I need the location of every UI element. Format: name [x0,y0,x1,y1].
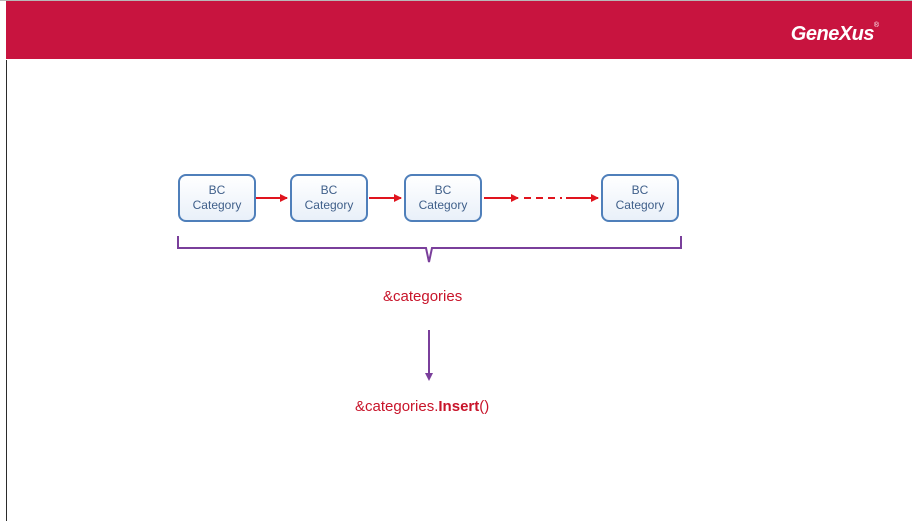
collection-variable-label: &categories [383,288,463,305]
method-parens: () [479,398,490,415]
bc-category-node: BC Category [404,174,482,222]
method-object: &categories. [355,398,439,415]
node-line1: BC [434,183,452,197]
node-line1: BC [208,183,226,197]
bc-category-node: BC Category [290,174,368,222]
insert-method-call: &categories.Insert() [355,398,489,415]
node-line2: Category [304,198,354,212]
bc-category-node: BC Category [601,174,679,222]
node-line2: Category [615,198,665,212]
node-line2: Category [192,198,242,212]
registered-mark: ® [873,22,879,29]
node-line2: Category [418,198,468,212]
header-bar [6,1,912,59]
collection-brace [177,236,682,263]
down-arrow-head [425,373,433,381]
genexus-logo: GeneXus [790,23,875,45]
slide-top-border [0,0,912,1]
method-name: Insert [438,398,480,415]
node-line1: BC [320,183,338,197]
node-line1: BC [631,183,649,197]
bc-category-node: BC Category [178,174,256,222]
slide-left-border [6,60,7,521]
